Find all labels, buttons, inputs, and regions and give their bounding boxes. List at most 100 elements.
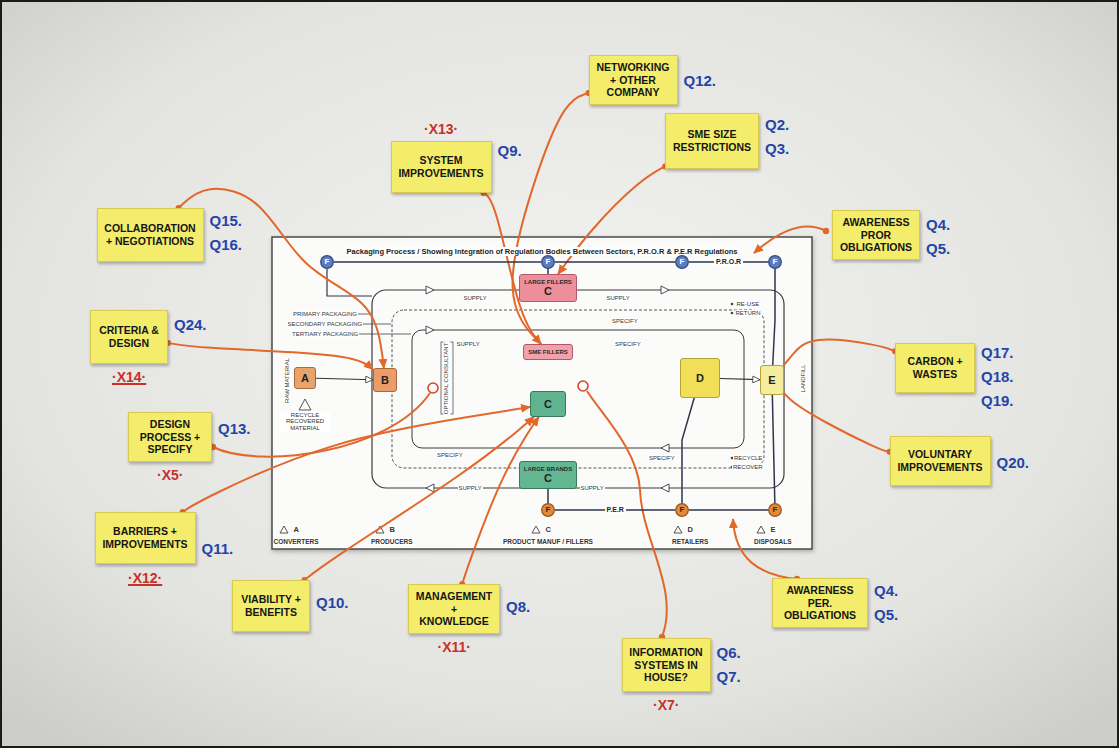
diagram-label: SPECIFY bbox=[648, 455, 676, 462]
question-number: Q11. bbox=[202, 540, 234, 557]
regulator-letter: F bbox=[680, 257, 685, 267]
regulator-letter: F bbox=[680, 505, 685, 515]
recycle-symbol bbox=[299, 399, 311, 410]
regulation-line bbox=[772, 395, 774, 503]
flow-loops bbox=[372, 290, 784, 488]
packaging-ticks bbox=[356, 314, 371, 315]
sector-box: D bbox=[680, 358, 720, 398]
sector-name: PRODUCT MANUF / FILLERS bbox=[502, 538, 594, 545]
regulator-circle-shape bbox=[542, 504, 555, 517]
regulation-line bbox=[334, 261, 541, 263]
question-number: Q4. bbox=[874, 582, 898, 599]
marker-circles bbox=[428, 383, 438, 393]
sticky-note: BARRIERS + IMPROVEMENTS bbox=[95, 512, 196, 564]
sector-triangles bbox=[757, 526, 765, 533]
question-number: Q5. bbox=[926, 240, 950, 257]
count-mark: ·X13· bbox=[424, 121, 458, 137]
diagram-label: SUPPLY bbox=[606, 295, 631, 302]
recycle-symbol bbox=[299, 399, 311, 410]
sector-name: RETAILERS bbox=[671, 538, 709, 545]
question-number: Q12. bbox=[684, 72, 717, 89]
sector-box: LARGE FILLERSC bbox=[519, 274, 577, 302]
question-number: Q7. bbox=[717, 668, 741, 685]
regulator-letter: F bbox=[325, 257, 330, 267]
regulator-circle: F bbox=[541, 503, 555, 517]
sticky-note: VOLUNTARY IMPROVEMENTS bbox=[890, 436, 991, 486]
flow-loops bbox=[412, 330, 744, 448]
regulator-circle-shape bbox=[321, 256, 334, 269]
sector-label: LARGE BRANDS bbox=[523, 466, 573, 473]
regulator-circle: F bbox=[768, 255, 782, 269]
flow-loops bbox=[392, 310, 764, 468]
sector-letter: D bbox=[687, 526, 694, 535]
note-text: BARRIERS + IMPROVEMENTS bbox=[102, 525, 189, 550]
disposal-bullets bbox=[731, 303, 734, 469]
sticky-note: SYSTEM IMPROVEMENTS bbox=[391, 141, 492, 193]
flow-arrow bbox=[720, 379, 760, 380]
question-number: Q24. bbox=[174, 316, 207, 333]
string-connector bbox=[179, 189, 384, 368]
diagram-label: RETURN bbox=[735, 310, 762, 317]
sector-name: DISPOSALS bbox=[753, 538, 793, 545]
diagram-label: TERTIARY PACKAGING bbox=[291, 331, 359, 338]
note-text: SME SIZE RESTRICTIONS bbox=[672, 128, 752, 153]
sticky-note: AWARENESS PROR OBLIGATIONS bbox=[832, 210, 920, 260]
flow-loops bbox=[372, 290, 784, 488]
string-connector bbox=[304, 417, 533, 580]
diagram-label: RECYCLE RECOVERED MATERIAL bbox=[280, 412, 330, 433]
sector-box: C bbox=[530, 391, 566, 417]
question-number: Q15. bbox=[210, 212, 243, 229]
question-number: Q2. bbox=[765, 116, 789, 133]
question-number: Q6. bbox=[717, 644, 741, 661]
regulator-circle: F bbox=[768, 503, 782, 517]
note-text: NETWORKING + OTHER COMPANY bbox=[596, 61, 671, 99]
note-text: CRITERIA & DESIGN bbox=[97, 324, 161, 349]
flow-arrowheads bbox=[661, 286, 669, 294]
diagram-label: SUPPLY bbox=[463, 295, 488, 302]
diagram-label: SPECIFY bbox=[614, 341, 642, 348]
string-connector bbox=[513, 93, 589, 344]
note-text: AWARENESS PROR OBLIGATIONS bbox=[839, 216, 913, 254]
diagram-label: SECONDARY PACKAGING bbox=[287, 321, 364, 328]
sector-label: C bbox=[523, 472, 573, 484]
regulator-circle-shape bbox=[676, 504, 689, 517]
question-number: Q16. bbox=[210, 236, 243, 253]
note-text: DESIGN PROCESS + SPECIFY bbox=[135, 418, 205, 456]
count-mark: ·X7· bbox=[653, 697, 679, 713]
regulator-circle-shape bbox=[769, 504, 782, 517]
sticky-note: AWARENESS PER. OBLIGATIONS bbox=[772, 578, 868, 628]
note-text: VOLUNTARY IMPROVEMENTS bbox=[897, 448, 984, 473]
diagram-label: SPECIFY bbox=[436, 452, 464, 459]
question-number: Q4. bbox=[926, 216, 950, 233]
sector-letter: B bbox=[389, 526, 396, 535]
question-number: Q20. bbox=[997, 454, 1030, 471]
question-number: Q8. bbox=[506, 598, 530, 615]
diagram-label: SPECIFY bbox=[611, 318, 639, 325]
string-connector bbox=[462, 417, 539, 584]
regulator-letter: F bbox=[546, 505, 551, 515]
sector-box: SME FILLERS bbox=[523, 344, 573, 360]
consultant-frame bbox=[441, 342, 453, 414]
sector-triangles bbox=[280, 526, 288, 533]
sheet-title: Packaging Process / Showing Integration … bbox=[344, 247, 739, 256]
sector-label: E bbox=[764, 374, 780, 386]
leader-dots bbox=[823, 228, 829, 234]
regulator-circle: F bbox=[541, 255, 555, 269]
sticky-note: MANAGEMENT + KNOWLEDGE bbox=[408, 584, 500, 634]
count-mark: ·X12· bbox=[128, 570, 162, 586]
sticky-note: CRITERIA & DESIGN bbox=[90, 310, 168, 364]
sticky-note: COLLABORATION + NEGOTIATIONS bbox=[97, 208, 204, 262]
flow-arrowheads bbox=[661, 444, 669, 452]
regulation-line bbox=[773, 269, 775, 365]
sector-box: A bbox=[294, 367, 316, 389]
question-number: Q3. bbox=[765, 140, 789, 157]
sticky-note: DESIGN PROCESS + SPECIFY bbox=[128, 412, 212, 462]
regulator-letter: F bbox=[773, 257, 778, 267]
process-sheet-paper bbox=[272, 237, 812, 549]
regulator-letter: F bbox=[546, 257, 551, 267]
sector-box: LARGE BRANDSC bbox=[519, 461, 577, 489]
diagram-label: RECYCLE bbox=[733, 455, 763, 462]
process-sheet: Packaging Process / Showing Integration … bbox=[272, 237, 812, 549]
